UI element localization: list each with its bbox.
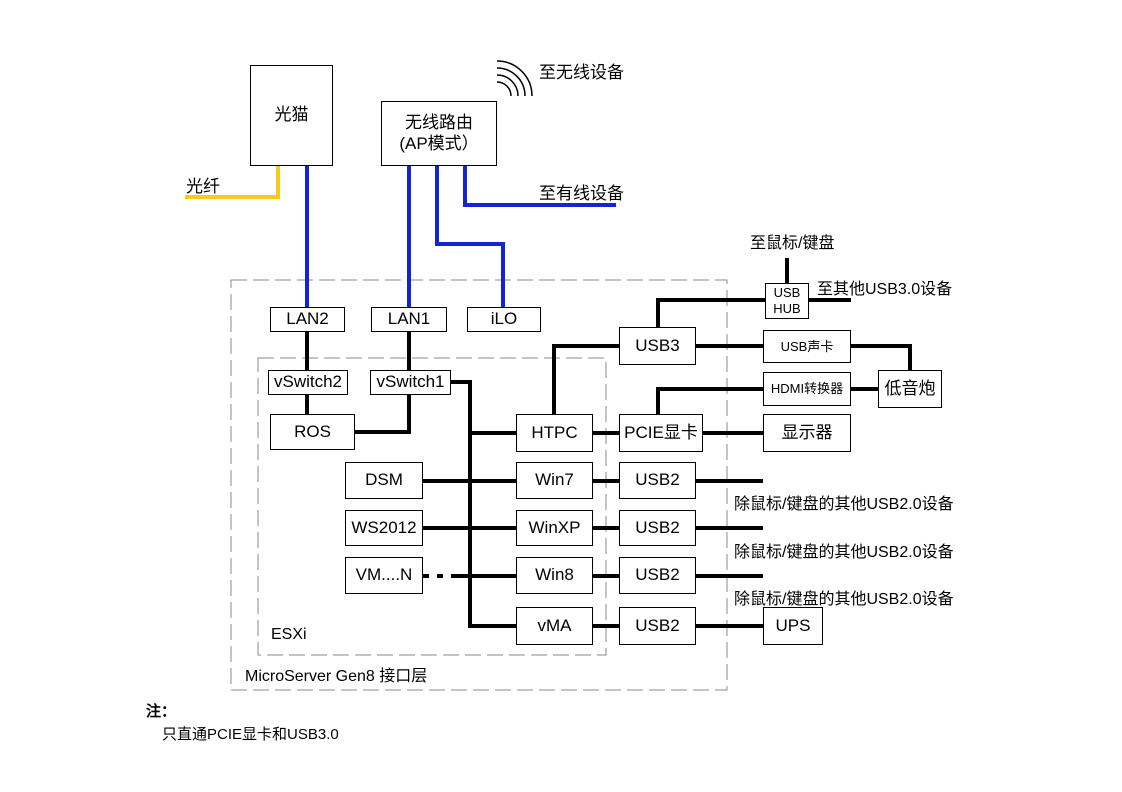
esxi-label: ESXi <box>271 626 307 643</box>
ros-label: ROS <box>294 421 331 441</box>
router-label-line2: (AP模式） <box>399 133 479 153</box>
hdmi-converter-label: HDMI转换器 <box>770 381 844 397</box>
usb2-port-2: USB2 <box>619 510 696 546</box>
usb-soundcard-label: USB声卡 <box>780 338 834 354</box>
vswitch1-trunk <box>451 380 516 628</box>
vswitch1-label: vSwitch1 <box>376 372 445 392</box>
ups-label: UPS <box>775 615 811 635</box>
usb2-label-1: USB2 <box>635 470 680 490</box>
other-usb2-label-1: 除鼠标/键盘的其他USB2.0设备 <box>734 496 954 513</box>
vma-vm: vMA <box>516 607 593 645</box>
lan1-label: LAN1 <box>387 309 431 329</box>
wireless-signal-icon <box>496 60 533 97</box>
usb3-port: USB3 <box>619 327 696 365</box>
router-box: 无线路由 (AP模式） <box>381 101 497 166</box>
router-ilo-cable <box>435 166 505 307</box>
usb2-label-3: USB2 <box>635 565 680 585</box>
note-title: 注： <box>146 704 177 720</box>
pcie-gpu-label: PCIE显卡 <box>624 422 698 442</box>
mouse-keyboard-label: 至鼠标/键盘 <box>750 235 835 252</box>
ros-vm: ROS <box>270 414 355 450</box>
usb-hub-label-line1: USB <box>773 285 801 300</box>
win8-vm: Win8 <box>516 557 593 594</box>
pcie-gpu-port: PCIE显卡 <box>619 414 703 452</box>
other-usb2-label-3: 除鼠标/键盘的其他USB2.0设备 <box>734 591 954 608</box>
vswitch1-box: vSwitch1 <box>370 370 451 395</box>
win7-vm: Win7 <box>516 462 593 499</box>
winxp-vm: WinXP <box>516 510 593 546</box>
usb2-port-4: USB2 <box>619 607 696 645</box>
note-line1: 只直通PCIE显卡和USB3.0 <box>162 726 339 743</box>
winxp-label: WinXP <box>528 517 581 537</box>
ws2012-vm: WS2012 <box>345 510 423 546</box>
dsm-vm: DSM <box>345 462 423 499</box>
vma-label: vMA <box>537 615 572 635</box>
lan1-port: LAN1 <box>371 307 447 332</box>
usb3-hub-wire <box>656 298 765 327</box>
soundcard-subwoofer-wire <box>851 344 912 370</box>
usb2-label-4: USB2 <box>635 615 680 635</box>
win8-label: Win8 <box>535 565 574 585</box>
pcie-hdmi-wire <box>656 387 763 414</box>
monitor-box: 显示器 <box>763 414 851 452</box>
vswitch2-label: vSwitch2 <box>273 372 343 392</box>
lan2-label: LAN2 <box>286 309 329 329</box>
win7-label: Win7 <box>535 470 574 490</box>
usb3-label: USB3 <box>635 335 680 355</box>
usb-hub-box: USB HUB <box>765 283 809 319</box>
monitor-label: 显示器 <box>781 422 833 442</box>
other-usb2-label-2: 除鼠标/键盘的其他USB2.0设备 <box>734 544 954 561</box>
vswitch1-ros-wire <box>355 395 411 434</box>
usb-hub-label-line2: HUB <box>773 301 801 316</box>
ups-box: UPS <box>763 607 823 645</box>
htpc-label: HTPC <box>531 422 578 442</box>
wireless-devices-label: 至无线设备 <box>539 63 624 82</box>
router-wired-cable <box>463 166 616 207</box>
modem-label: 光猫 <box>274 105 309 125</box>
usb2-port-3: USB2 <box>619 557 696 594</box>
usb2-port-1: USB2 <box>619 462 696 499</box>
dsm-label: DSM <box>365 470 403 490</box>
ilo-label: iLO <box>490 309 518 329</box>
modem-box: 光猫 <box>250 65 333 166</box>
wired-devices-label: 至有线设备 <box>539 184 624 203</box>
router-label-line1: 无线路由 <box>405 113 473 133</box>
htpc-vm: HTPC <box>516 414 593 452</box>
lan2-port: LAN2 <box>270 307 345 332</box>
htpc-usb3-wire <box>552 344 619 414</box>
microserver-label: MicroServer Gen8 接口层 <box>245 668 428 685</box>
other-usb3-label: 至其他USB3.0设备 <box>817 281 953 298</box>
subwoofer-box: 低音炮 <box>878 370 942 408</box>
microserver-boundary <box>230 279 728 691</box>
esxi-boundary <box>257 357 607 656</box>
ws2012-label: WS2012 <box>351 517 417 537</box>
fiber-label: 光纤 <box>186 177 220 196</box>
vswitch2-box: vSwitch2 <box>268 370 348 395</box>
hdmi-converter-box: HDMI转换器 <box>763 372 851 406</box>
fiber-line <box>185 166 280 199</box>
subwoofer-label: 低音炮 <box>884 378 936 398</box>
vmn-vm: VM....N <box>345 557 423 594</box>
usb-soundcard-box: USB声卡 <box>763 330 851 363</box>
vmn-label: VM....N <box>355 565 413 585</box>
usb2-label-2: USB2 <box>635 517 680 537</box>
ilo-port: iLO <box>467 307 541 332</box>
